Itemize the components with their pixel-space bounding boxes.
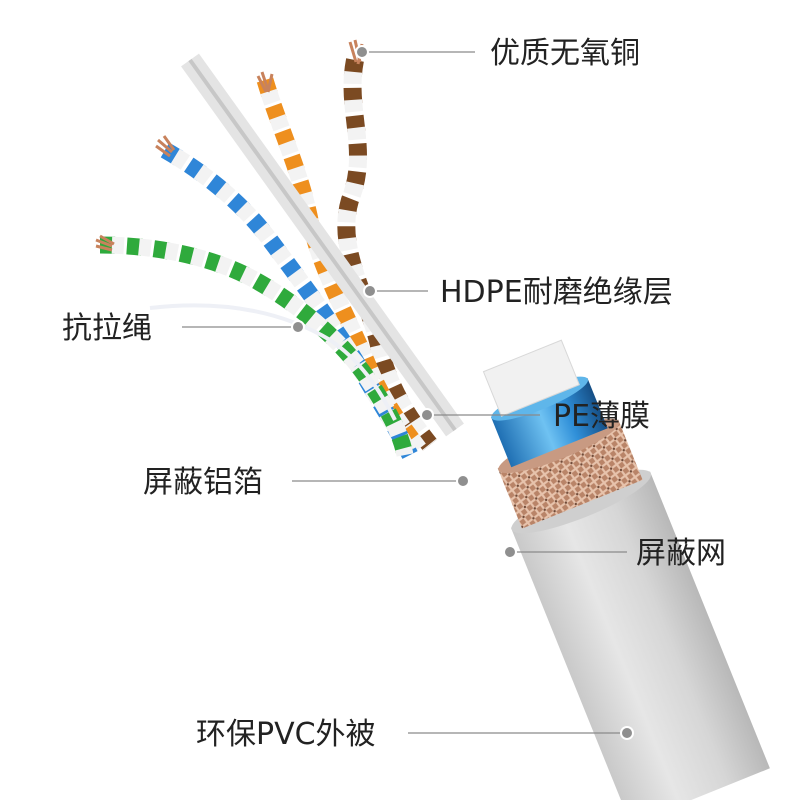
label-pe-film: PE薄膜 [553, 399, 650, 434]
pair-brown-white [337, 58, 438, 451]
callout-insulation: HDPE耐磨绝缘层 [363, 275, 673, 310]
pair-green-white [99, 236, 414, 457]
label-braid-shield: 屏蔽网 [636, 536, 726, 571]
callout-pe-film-dot [420, 408, 434, 422]
callout-foil-shield: 屏蔽铝箔 [143, 465, 470, 500]
twisted-pairs [99, 53, 464, 459]
callout-jacket-dot [620, 726, 634, 740]
callout-copper-dot [355, 45, 369, 59]
cable-illustration [482, 339, 770, 800]
callout-ripcord-dot [291, 320, 305, 334]
callout-copper: 优质无氧铜 [355, 36, 640, 71]
label-insulation: HDPE耐磨绝缘层 [440, 275, 673, 310]
copper-strands [95, 39, 364, 252]
pe-film-shape [482, 339, 580, 417]
callout-braid-shield: 屏蔽网 [503, 536, 726, 571]
label-jacket: 环保PVC外被 [196, 717, 376, 752]
foil-shield-shape [491, 378, 608, 468]
braid-shield-shape [497, 419, 643, 529]
callout-ripcord: 抗拉绳 [62, 311, 305, 346]
label-foil-shield: 屏蔽铝箔 [143, 465, 263, 500]
callout-pe-film: PE薄膜 [420, 399, 650, 434]
label-copper: 优质无氧铜 [490, 36, 640, 71]
callout-braid-shield-dot [503, 545, 517, 559]
label-ripcord: 抗拉绳 [62, 311, 152, 346]
callout-foil-shield-dot [456, 474, 470, 488]
callout-jacket: 环保PVC外被 [196, 717, 634, 752]
callout-insulation-dot [363, 284, 377, 298]
pvc-jacket-shape [510, 471, 770, 800]
ripcord-shape [149, 303, 397, 421]
